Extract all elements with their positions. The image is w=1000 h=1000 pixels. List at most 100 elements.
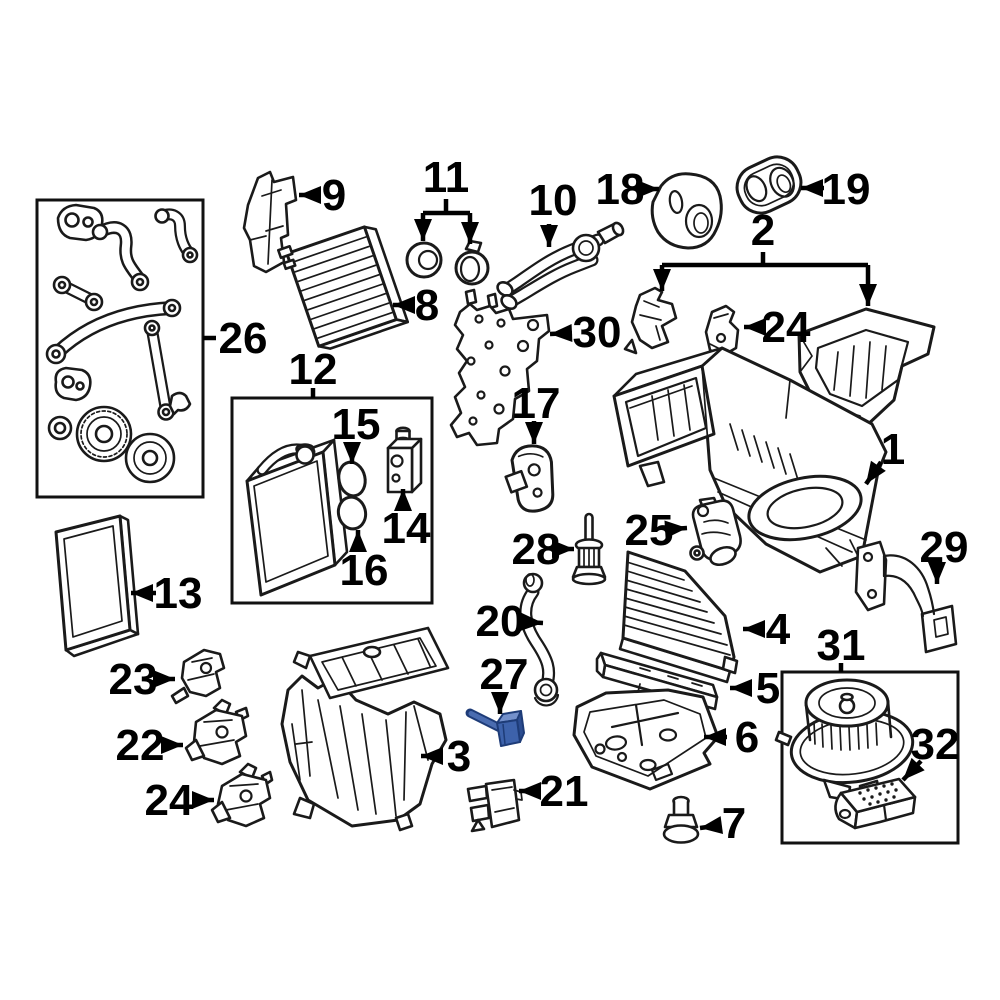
callout-24-upper-number: 24 — [762, 303, 811, 352]
part-32-blower-resistor — [834, 777, 917, 830]
callout-14-number: 14 — [382, 504, 431, 553]
callout-9: 9 — [299, 171, 346, 220]
callout-25-arrow — [664, 520, 688, 539]
callout-31-number: 31 — [817, 621, 866, 670]
callout-1: 1 — [864, 425, 905, 486]
part-27-temperature-sensor-highlighted — [465, 708, 525, 747]
part-27-body-seam — [502, 723, 506, 745]
part-24-lower-bracket — [210, 762, 274, 828]
callout-12: 12 — [289, 345, 337, 398]
callout-1-arrow — [864, 460, 886, 486]
callout-16: 16 — [340, 530, 389, 595]
callout-28: 28 — [512, 525, 574, 574]
part-26-box — [35, 198, 205, 499]
callout-15: 15 — [332, 400, 381, 464]
callout-4-number: 4 — [766, 605, 791, 654]
part-28-sensor — [571, 512, 607, 586]
part-32-contact-dots — [858, 782, 898, 806]
callout-25: 25 — [625, 506, 688, 555]
part-30-mounting-plate — [449, 288, 551, 447]
callout-21-number: 21 — [540, 767, 589, 816]
callout-30: 30 — [549, 308, 621, 357]
part-12-evaporator-kit — [230, 396, 434, 605]
part-20-drain-pipe — [519, 572, 560, 707]
callout-27: 27 — [480, 650, 529, 714]
part-25-actuator — [689, 499, 742, 567]
callout-18: 18 — [596, 165, 659, 214]
callout-9-number: 9 — [322, 171, 346, 220]
part-26-linkage-kit — [35, 198, 205, 499]
callout-8-number: 8 — [415, 281, 439, 330]
callout-20-number: 20 — [476, 597, 525, 646]
callout-30-arrow — [549, 324, 573, 342]
callout-2-bracket — [662, 252, 868, 268]
part-8-heater-core — [277, 225, 410, 350]
callout-23: 23 — [109, 655, 175, 704]
callout-1-number: 1 — [881, 425, 905, 474]
callout-13-number: 13 — [154, 569, 203, 618]
callout-21: 21 — [519, 767, 588, 816]
part-10-heater-pipes — [496, 221, 625, 311]
callout-6: 6 — [704, 713, 759, 762]
callout-5-number: 5 — [756, 664, 780, 713]
part-21-module — [466, 778, 523, 833]
callout-7-number: 7 — [722, 799, 746, 848]
callout-7: 7 — [699, 799, 746, 848]
callout-19-number: 19 — [822, 165, 871, 214]
part-13-cabin-filter — [54, 514, 140, 658]
part-18-gasket — [650, 172, 723, 250]
callout-23-number: 23 — [109, 655, 158, 704]
callout-7-arrow — [699, 816, 723, 835]
part-17-mount — [504, 444, 555, 513]
part-12-box — [230, 396, 434, 605]
callout-20: 20 — [476, 597, 544, 646]
callout-29: 29 — [920, 523, 969, 584]
callout-14: 14 — [382, 489, 431, 553]
callout-24-upper: 24 — [744, 303, 811, 352]
callout-29-number: 29 — [920, 523, 969, 572]
callout-22-number: 22 — [116, 721, 165, 770]
part-14-expansion-valve — [386, 426, 423, 494]
callout-19: 19 — [801, 165, 870, 214]
part-3-distributor-housing — [280, 626, 450, 832]
part-7-grommet — [662, 795, 700, 844]
callout-13: 13 — [131, 569, 202, 618]
part-6-tray — [572, 688, 720, 791]
callout-24-lower-number: 24 — [145, 776, 194, 825]
part-29-bracket — [854, 540, 958, 654]
part-27-probe-core — [468, 711, 503, 731]
callout-20-arrow — [520, 612, 544, 631]
part-16-oring — [336, 495, 368, 531]
part-4-louvered-element — [618, 550, 739, 684]
callouts-layer: 1 2 3 4 5 6 7 8 — [109, 153, 969, 848]
callout-27-number: 27 — [480, 650, 529, 699]
callout-26-number: 26 — [219, 314, 268, 363]
part-24-upper-bracket — [704, 304, 740, 358]
callout-22: 22 — [116, 721, 183, 770]
callout-4: 4 — [743, 605, 791, 654]
callout-16-number: 16 — [340, 546, 389, 595]
callout-10: 10 — [529, 176, 578, 247]
callout-25-number: 25 — [625, 506, 674, 555]
callout-3: 3 — [421, 732, 471, 781]
part-31-blower-kit — [774, 670, 960, 845]
callout-17: 17 — [512, 379, 560, 444]
callout-24-lower: 24 — [145, 776, 214, 825]
callout-31: 31 — [817, 621, 866, 672]
part-23-actuator — [170, 648, 226, 705]
callout-8: 8 — [393, 281, 439, 330]
callout-3-number: 3 — [447, 732, 471, 781]
callout-18-number: 18 — [596, 165, 645, 214]
callout-6-number: 6 — [735, 713, 759, 762]
callout-11: 11 — [414, 153, 479, 244]
callout-2: 2 — [653, 206, 877, 306]
callout-15-number: 15 — [332, 400, 381, 449]
callout-11-number: 11 — [423, 153, 470, 202]
part-19-gasket — [735, 155, 803, 215]
callout-26: 26 — [203, 314, 267, 363]
callout-11-bracket — [423, 199, 470, 216]
callout-10-number: 10 — [529, 176, 578, 225]
callout-32: 32 — [901, 720, 959, 782]
